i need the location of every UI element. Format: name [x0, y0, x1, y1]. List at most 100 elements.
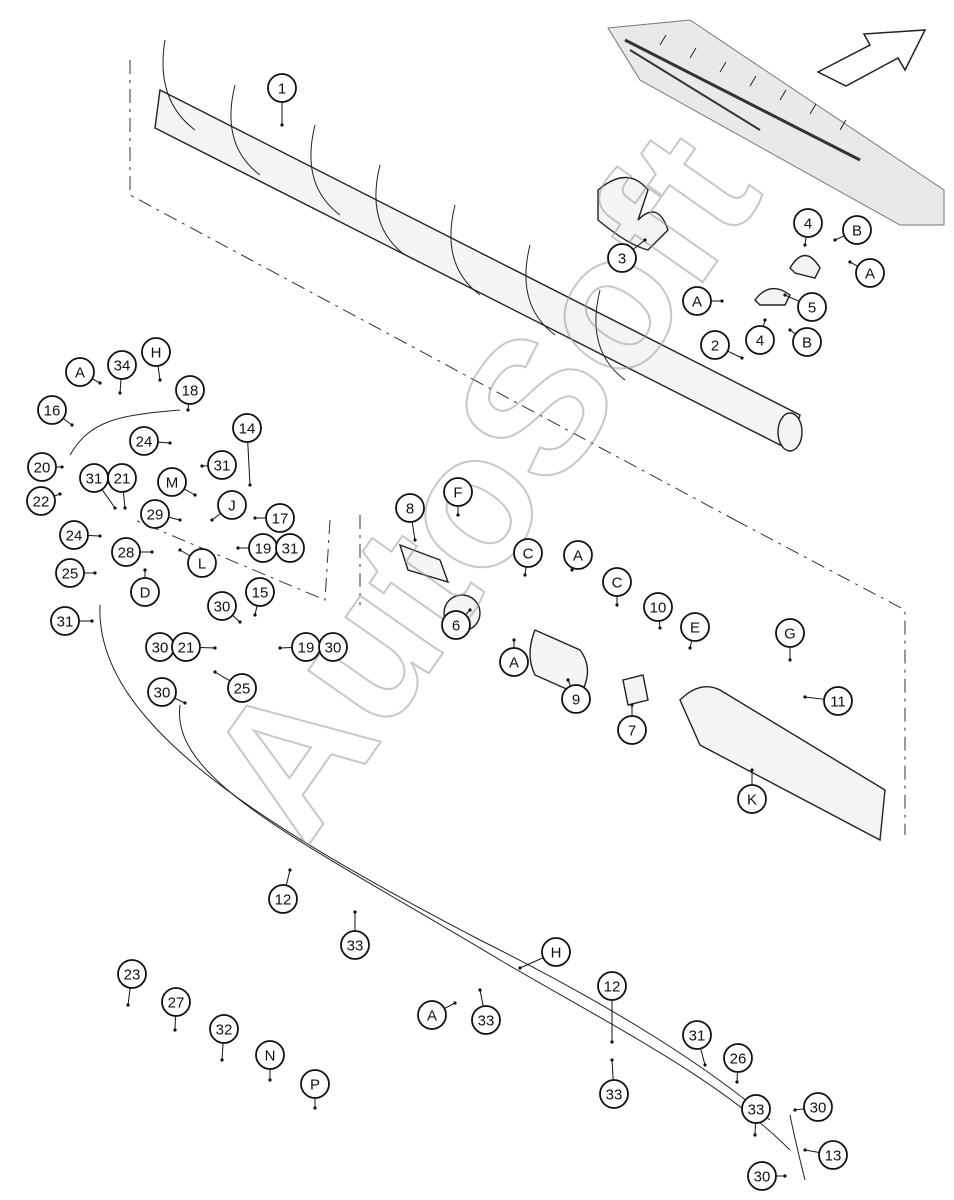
leader-line — [804, 696, 825, 700]
watermark-text: AutoSoft — [165, 95, 799, 874]
callout-circle — [417, 1000, 447, 1030]
callout-label: 33 — [606, 1087, 623, 1104]
callout-c2: 2 — [700, 330, 730, 360]
callout-label: 16 — [44, 403, 61, 420]
leader-line — [784, 294, 800, 302]
leader-endpoint — [750, 768, 754, 772]
callout-cCa: C — [513, 538, 543, 568]
leader-line — [804, 1149, 820, 1154]
leader-endpoint — [168, 441, 172, 445]
leader-endpoint — [253, 613, 257, 617]
leader-line — [199, 646, 216, 649]
callout-label: C — [523, 546, 534, 563]
callout-circle — [171, 632, 201, 662]
callout-circle — [602, 567, 632, 597]
callout-c19a: 19 — [248, 533, 278, 563]
leader-endpoint — [658, 626, 662, 630]
leader-endpoint — [803, 695, 807, 699]
callout-circle — [842, 215, 872, 245]
callout-cAb: A — [682, 286, 712, 316]
leader-line — [62, 417, 73, 426]
callout-c14: 14 — [232, 413, 262, 443]
callout-cBb: B — [792, 327, 822, 357]
leader-endpoint — [60, 465, 64, 469]
callout-cE: E — [680, 612, 710, 642]
callout-label: A — [75, 365, 85, 382]
callout-circle — [141, 337, 171, 367]
leader-endpoint — [98, 534, 102, 538]
callout-c12a: 12 — [268, 884, 298, 914]
callout-c10: 10 — [643, 592, 673, 622]
callout-label: H — [151, 345, 162, 362]
leader-endpoint — [803, 1148, 807, 1152]
callout-label: 31 — [86, 471, 103, 488]
leader-endpoint — [173, 1028, 177, 1032]
leader-line — [444, 1002, 456, 1009]
leader-endpoint — [150, 550, 154, 554]
callout-circle — [793, 208, 823, 238]
leader-endpoint — [113, 506, 117, 510]
callout-label: 31 — [689, 1028, 706, 1045]
leader-endpoint — [643, 238, 647, 242]
leader-line — [519, 957, 544, 969]
callout-label: 25 — [234, 681, 251, 698]
leader-endpoint — [280, 123, 284, 127]
callout-circle — [643, 592, 673, 622]
callout-circle — [157, 467, 187, 497]
callout-circle — [499, 647, 529, 677]
leader-endpoint — [570, 568, 574, 572]
callout-label: G — [784, 626, 796, 643]
callout-label: 1 — [278, 81, 286, 98]
callout-c19b: 19 — [291, 632, 321, 662]
callout-circle — [209, 1014, 239, 1044]
leader-line — [168, 516, 181, 521]
auger-flight-bracket — [597, 176, 669, 251]
callout-label: 8 — [406, 501, 414, 518]
callout-circle — [680, 612, 710, 642]
callout-label: 21 — [178, 640, 195, 657]
callout-label: L — [198, 556, 206, 573]
callout-c1: 1 — [267, 73, 297, 103]
leader-endpoint — [193, 493, 197, 497]
callout-cP: P — [300, 1069, 330, 1099]
callout-circle — [682, 1020, 712, 1050]
callout-circle — [607, 243, 637, 273]
callout-label: 9 — [572, 692, 580, 709]
callout-cL: L — [187, 548, 217, 578]
leader-endpoint — [118, 391, 122, 395]
leader-line — [179, 549, 191, 557]
callout-c31c: 31 — [275, 533, 305, 563]
leader-endpoint — [803, 243, 807, 247]
watermark: AutoSoft — [164, 94, 800, 875]
callout-cAd: A — [563, 540, 593, 570]
leader-line — [479, 989, 484, 1007]
leader-line — [700, 1048, 706, 1066]
callout-label: 14 — [239, 421, 256, 438]
callout-cHb: H — [541, 937, 571, 967]
leader-endpoint — [512, 638, 516, 642]
callout-label: 4 — [756, 333, 764, 350]
leader-endpoint — [783, 293, 787, 297]
leader-endpoint — [848, 260, 852, 264]
callout-label: F — [453, 485, 462, 502]
leader-line — [119, 378, 122, 394]
callout-circle — [617, 715, 647, 745]
callout-label: 21 — [114, 471, 131, 488]
callout-c4b: 4 — [745, 325, 775, 355]
callout-circle — [775, 618, 805, 648]
leader-endpoint — [158, 378, 162, 382]
callout-label: 30 — [325, 640, 342, 657]
callout-circle — [797, 292, 827, 322]
callout-c13: 13 — [818, 1140, 848, 1170]
callout-label: 30 — [214, 599, 231, 616]
callout-label: 19 — [255, 541, 272, 558]
callout-circle — [340, 930, 370, 960]
callout-circle — [232, 413, 262, 443]
callout-circle — [599, 1079, 629, 1109]
leader-line — [174, 697, 186, 704]
callout-c21b: 21 — [171, 632, 201, 662]
callout-label: A — [427, 1008, 437, 1025]
leader-endpoint — [456, 513, 460, 517]
callout-c33d: 33 — [741, 1094, 771, 1124]
